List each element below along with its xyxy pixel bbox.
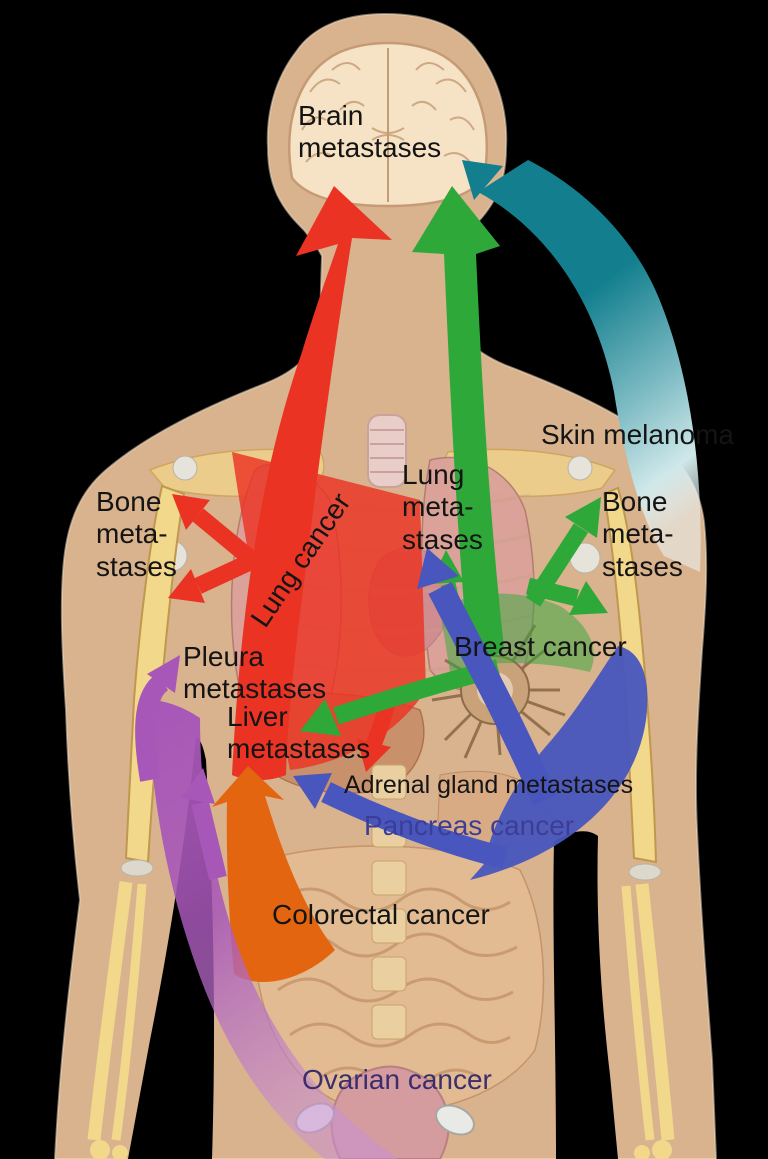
label-brain-metastases: Brain metastases	[298, 100, 442, 164]
right-carpal-bone	[652, 1140, 672, 1159]
purple-arrow-to-pleura-head	[147, 655, 180, 693]
red-arrow-to-adrenal-head	[357, 739, 391, 772]
skin-melanoma-arrow	[462, 160, 701, 572]
right-radius-bone	[635, 883, 675, 1141]
right-carpal-bone2	[634, 1145, 650, 1159]
ovarian-cancer-arrows	[135, 655, 398, 1159]
green-arrow-to-bone-down-shaft	[525, 577, 580, 607]
left-carpal-bone	[90, 1140, 110, 1159]
label-liver-metastases: Liver metastases	[227, 701, 371, 765]
label-skin-melanoma: Skin melanoma	[541, 419, 734, 450]
teal-arrow-head	[462, 160, 503, 200]
blue-band	[470, 646, 648, 880]
green-arrow-to-liver-head	[300, 699, 341, 736]
label-pancreas-cancer: Pancreas cancer	[364, 810, 575, 841]
purple-arrow-to-liver-shaft	[191, 800, 227, 881]
left-elbow-joint	[120, 859, 154, 877]
label-adrenal-gland-metastases: Adrenal gland metastases	[344, 771, 634, 799]
left-radius-bone	[87, 881, 133, 1141]
trachea	[367, 414, 407, 488]
left-carpal-bone2	[112, 1145, 128, 1159]
blue-arrow-to-liver-head	[293, 773, 332, 809]
brain-cross-section	[288, 41, 488, 208]
right-arm-gap	[553, 831, 618, 1159]
red-arrow-to-bone-up-head	[172, 494, 210, 530]
left-shoulder-joint	[172, 455, 198, 481]
label-breast-cancer: Breast cancer	[454, 631, 627, 662]
right-elbow-joint	[628, 863, 662, 881]
purple-band	[148, 700, 398, 1159]
purple-arrow-to-pleura-shaft	[135, 674, 169, 782]
blue-arrow-to-liver-shaft	[321, 782, 508, 869]
left-ulna-bone	[111, 883, 147, 1141]
red-arrow-to-brain	[232, 186, 392, 781]
purple-arrow-to-liver-head	[181, 768, 215, 804]
label-bone-metastases-left: Bone meta- stases	[96, 486, 177, 582]
red-arrow-to-bone-down-head	[168, 569, 205, 603]
right-ulna-bone	[621, 885, 655, 1141]
blue-arrow-to-lung-shaft	[428, 582, 557, 806]
right-shoulder-joint	[567, 455, 593, 481]
orange-arrow-to-liver	[212, 766, 335, 982]
blue-arrow-to-lung-head	[417, 548, 459, 589]
label-pleura-metastases: Pleura metastases	[183, 641, 327, 705]
pancreas-cancer-arrows	[293, 548, 648, 880]
teal-band	[478, 160, 701, 572]
label-colorectal-cancer: Colorectal cancer	[272, 899, 490, 930]
green-arrow-to-bone-down-head	[569, 581, 608, 615]
right-ovary	[435, 1104, 475, 1136]
label-lung-metastases: Lung meta- stases	[402, 459, 483, 555]
green-arrow-to-brain	[412, 186, 504, 660]
label-ovarian-cancer: Ovarian cancer	[302, 1064, 492, 1095]
label-bone-metastases-right: Bone meta- stases	[602, 486, 683, 582]
red-arrow-to-bone-down-shaft	[194, 547, 269, 594]
green-arrow-to-bone-up-head	[565, 497, 601, 538]
